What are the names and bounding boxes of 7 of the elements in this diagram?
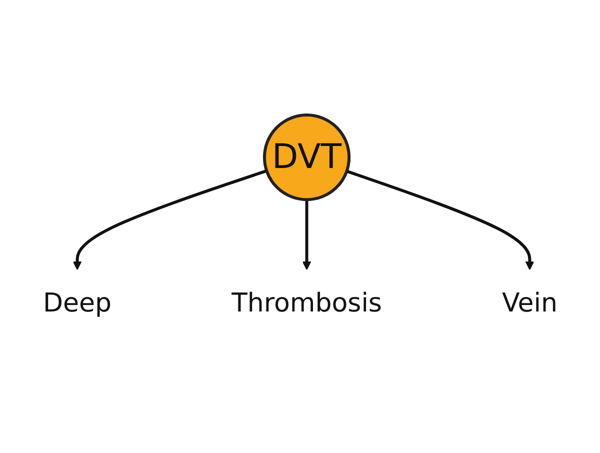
node-text: Thrombosis <box>231 288 382 318</box>
node-circle: DVT <box>262 113 350 201</box>
arrow <box>302 199 311 270</box>
arrow <box>72 169 267 270</box>
node-text: Deep <box>42 288 112 318</box>
arrow <box>346 169 534 270</box>
node-text: Vein <box>502 288 558 318</box>
